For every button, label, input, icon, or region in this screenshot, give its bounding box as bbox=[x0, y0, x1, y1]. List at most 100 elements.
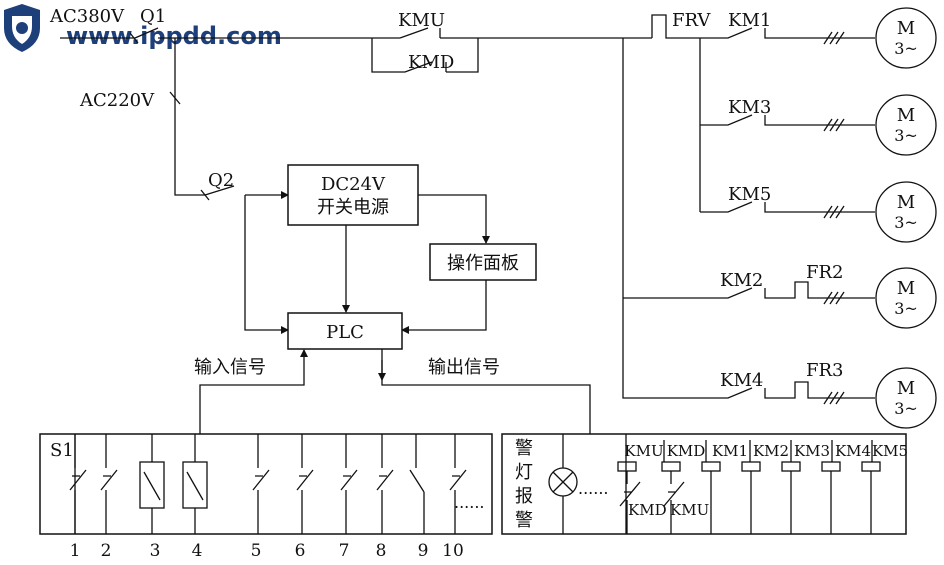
bus-vertical-a bbox=[622, 38, 720, 399]
input-number-9: 9 bbox=[418, 541, 429, 561]
motor-3-phase: 3~ bbox=[894, 213, 918, 232]
plc-label: PLC bbox=[326, 322, 364, 343]
motor-row-3: KM5 M 3~ bbox=[700, 181, 937, 243]
km4-label: KM4 bbox=[720, 370, 763, 391]
kmd-contact bbox=[371, 38, 479, 73]
coil-label-km3: KM3 bbox=[794, 442, 830, 460]
input-signal-line bbox=[199, 349, 308, 434]
motor-1-phase: 3~ bbox=[894, 39, 918, 58]
coil-dividers bbox=[663, 440, 873, 462]
motor-5-icon bbox=[875, 367, 937, 429]
frv-relay bbox=[651, 14, 700, 39]
input-number-2: 2 bbox=[101, 541, 112, 561]
psu-label-line2: 开关电源 bbox=[317, 197, 389, 218]
fr3-label: FR3 bbox=[806, 360, 844, 381]
watermark-text: www.ippdd.com bbox=[66, 22, 282, 50]
coil-km4 bbox=[821, 461, 841, 472]
alarm-char-4: 警 bbox=[515, 510, 533, 531]
alarm-char-2: 灯 bbox=[515, 462, 533, 483]
motor-2-phase: 3~ bbox=[894, 126, 918, 145]
input-signal-label: 输入信号 bbox=[194, 357, 266, 378]
coil-label-kmu: KMU bbox=[624, 442, 663, 460]
motor-2-icon bbox=[875, 94, 937, 156]
input-box bbox=[39, 433, 493, 535]
motor-3-symbol: M bbox=[897, 192, 915, 213]
psu-box bbox=[287, 164, 419, 226]
q2-switch bbox=[200, 185, 235, 201]
input-contacts bbox=[69, 434, 467, 534]
motor-row-5: KM4 FR3 M 3~ bbox=[720, 360, 937, 429]
coil-km5 bbox=[861, 461, 881, 472]
km2-label: KM2 bbox=[720, 270, 763, 291]
q2-label: Q2 bbox=[208, 170, 234, 191]
input-number-10: 10 bbox=[442, 541, 464, 561]
coil-km3 bbox=[781, 461, 801, 472]
km1-label: KM1 bbox=[728, 10, 771, 31]
coil-drops bbox=[626, 471, 872, 534]
output-box bbox=[501, 433, 907, 535]
motor-5-phase: 3~ bbox=[894, 399, 918, 418]
output-coils: KMU KMD KM1 KM2 KM3 KM4 KM5 bbox=[617, 442, 908, 472]
input-box-title: S1 bbox=[50, 440, 74, 461]
input-number-3: 3 bbox=[150, 541, 161, 561]
coil-label-km5: KM5 bbox=[872, 442, 908, 460]
motor-4-icon bbox=[875, 267, 937, 329]
input-number-7: 7 bbox=[339, 541, 350, 561]
interlock-kmd-label: KMD bbox=[628, 501, 667, 519]
coil-label-kmd: KMD bbox=[667, 442, 706, 460]
motor-3-icon bbox=[875, 181, 937, 243]
motor-1-icon bbox=[875, 7, 937, 69]
input-number-6: 6 bbox=[295, 541, 306, 561]
alarm-char-1: 警 bbox=[515, 438, 533, 459]
input-number-5: 5 bbox=[251, 541, 262, 561]
panel-box bbox=[429, 243, 537, 281]
frv-label: FRV bbox=[672, 10, 711, 31]
motor-4-symbol: M bbox=[897, 278, 915, 299]
ac220-branch bbox=[174, 38, 205, 196]
alarm-label: 警 灯 报 警 bbox=[515, 438, 533, 531]
kmu-label: KMU bbox=[398, 10, 445, 31]
input-number-1: 1 bbox=[70, 541, 81, 561]
kmd-label: KMD bbox=[408, 52, 454, 73]
motor-4-phase: 3~ bbox=[894, 299, 918, 318]
coil-label-km1: KM1 bbox=[712, 442, 748, 460]
fr2-label: FR2 bbox=[806, 262, 844, 283]
motor-row-1: KM1 M 3~ bbox=[700, 7, 937, 69]
q1-switch bbox=[129, 27, 159, 44]
alarm-lamp-icon bbox=[548, 467, 578, 497]
panel-to-plc bbox=[401, 280, 487, 334]
km5-label: KM5 bbox=[728, 184, 771, 205]
coil-km2 bbox=[741, 461, 761, 472]
ac220-label: AC220V bbox=[79, 90, 155, 111]
q1-label: Q1 bbox=[140, 6, 166, 27]
motor-5-symbol: M bbox=[897, 378, 915, 399]
psu-label-line1: DC24V bbox=[321, 174, 386, 195]
psu-to-panel bbox=[418, 194, 490, 244]
input-ellipsis: ...... bbox=[454, 493, 485, 512]
input-number-8: 8 bbox=[376, 541, 387, 561]
coil-km1 bbox=[701, 461, 721, 472]
coil-label-km2: KM2 bbox=[753, 442, 789, 460]
output-dots: ...... bbox=[578, 479, 609, 498]
q2-to-plc bbox=[244, 195, 289, 334]
interlock-kmu-label: KMU bbox=[670, 501, 709, 519]
coil-label-km4: KM4 bbox=[835, 442, 871, 460]
kmu-contact bbox=[372, 27, 478, 39]
interlock-kmd-contact bbox=[619, 478, 641, 534]
plc-box bbox=[287, 312, 403, 350]
motor-1-symbol: M bbox=[897, 18, 915, 39]
interlock-kmu-contact bbox=[663, 478, 685, 534]
motor-row-2: KM3 M 3~ bbox=[700, 94, 937, 156]
coil-kmd bbox=[661, 461, 681, 472]
output-signal-label: 输出信号 bbox=[428, 357, 500, 378]
motor-row-4: KM2 FR2 M 3~ bbox=[720, 262, 937, 329]
ac380-label: AC380V bbox=[49, 6, 125, 27]
alarm-char-3: 报 bbox=[515, 486, 533, 507]
km3-label: KM3 bbox=[728, 97, 771, 118]
panel-label: 操作面板 bbox=[447, 253, 519, 274]
input-number-4: 4 bbox=[192, 541, 203, 561]
motor-2-symbol: M bbox=[897, 105, 915, 126]
ac220-tick bbox=[169, 91, 181, 105]
shield-logo-icon bbox=[4, 4, 40, 52]
